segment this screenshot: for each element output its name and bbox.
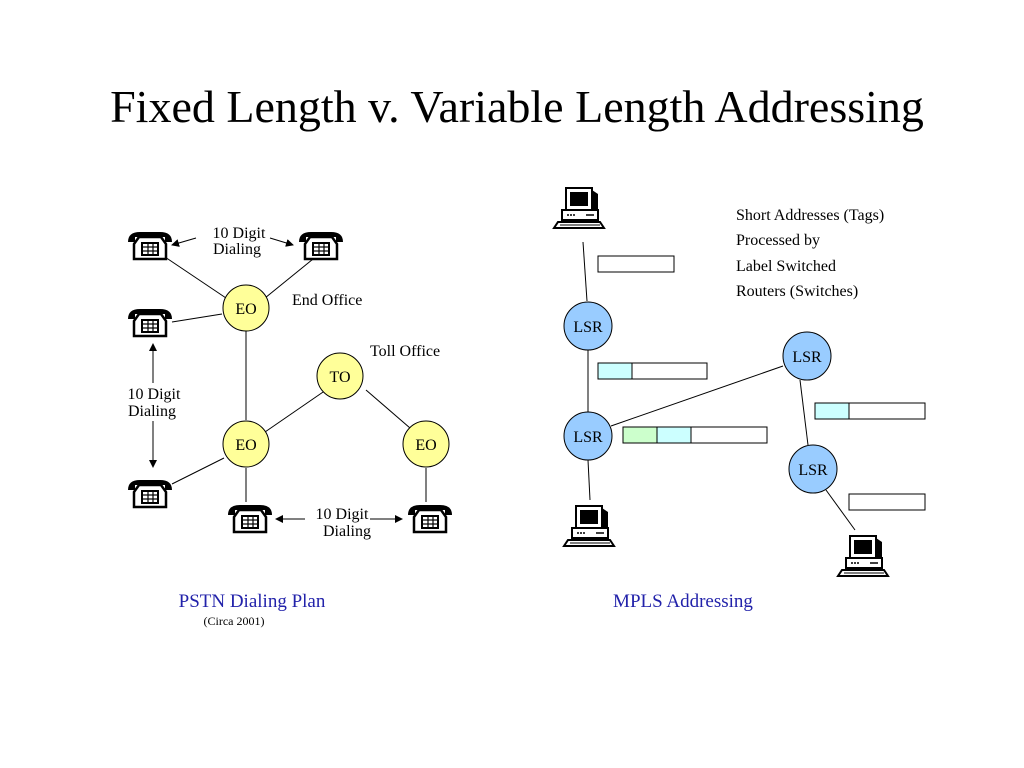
dialing-label-left-line1: 10 Digit bbox=[128, 386, 181, 403]
dialing-label-top-line2: Dialing bbox=[213, 241, 261, 258]
svg-text:LSR: LSR bbox=[573, 429, 603, 446]
svg-text:LSR: LSR bbox=[792, 349, 822, 366]
pstn-links bbox=[161, 254, 427, 502]
telephone-icon bbox=[297, 230, 345, 261]
telephone-icon bbox=[406, 503, 454, 534]
tag-box bbox=[622, 426, 658, 444]
telephone-icon bbox=[126, 230, 174, 261]
mpls-note-line2: Processed by bbox=[736, 232, 820, 249]
toll-office-label: Toll Office bbox=[370, 343, 440, 360]
svg-text:EO: EO bbox=[415, 437, 436, 454]
dialing-label-bottom-line2: Dialing bbox=[323, 523, 371, 540]
tag-box bbox=[690, 426, 768, 444]
mpls-note-line4: Routers (Switches) bbox=[736, 283, 858, 300]
end-office-node-top: EO bbox=[222, 284, 270, 332]
tag-box bbox=[656, 426, 692, 444]
pstn-subcaption: (Circa 2001) bbox=[204, 614, 265, 628]
computer-icon bbox=[563, 505, 615, 547]
mpls-note-line1: Short Addresses (Tags) bbox=[736, 207, 884, 224]
dialing-label-bottom-line1: 10 Digit bbox=[316, 506, 369, 523]
svg-text:EO: EO bbox=[235, 301, 256, 318]
telephone-icon bbox=[126, 478, 174, 509]
svg-text:TO: TO bbox=[329, 369, 350, 386]
tag-box bbox=[848, 402, 926, 420]
computer-icon bbox=[837, 535, 889, 577]
mpls-links bbox=[582, 241, 856, 531]
pstn-diagram: EO TO EO EO End Office Toll Office 10 Di… bbox=[126, 225, 454, 628]
computer-icon bbox=[553, 187, 605, 229]
svg-text:EO: EO bbox=[235, 437, 256, 454]
pstn-caption: PSTN Dialing Plan bbox=[179, 591, 326, 612]
tag-box bbox=[814, 402, 850, 420]
dialing-arrows bbox=[149, 237, 403, 523]
dialing-label-top-line1: 10 Digit bbox=[213, 225, 266, 242]
toll-office-node: TO bbox=[316, 352, 364, 400]
svg-text:LSR: LSR bbox=[798, 462, 828, 479]
slide-title: Fixed Length v. Variable Length Addressi… bbox=[110, 81, 924, 132]
mpls-diagram: LSR LSR LSR LSR Short Addresses (Tags) P… bbox=[553, 187, 926, 612]
tag-box bbox=[631, 362, 708, 380]
lsr-node-top: LSR bbox=[563, 301, 613, 351]
svg-text:LSR: LSR bbox=[573, 319, 603, 336]
mpls-caption: MPLS Addressing bbox=[613, 591, 753, 612]
lsr-node-right-top: LSR bbox=[782, 331, 832, 381]
end-office-node-right: EO bbox=[402, 420, 450, 468]
end-office-label: End Office bbox=[292, 292, 362, 309]
tag-box bbox=[597, 255, 675, 273]
mpls-tags bbox=[597, 255, 926, 511]
dialing-label-left-line2: Dialing bbox=[128, 403, 176, 420]
end-office-node-left: EO bbox=[222, 420, 270, 468]
lsr-node-bottom: LSR bbox=[563, 411, 613, 461]
tag-box bbox=[597, 362, 633, 380]
tag-box bbox=[848, 493, 926, 511]
telephone-icon bbox=[226, 503, 274, 534]
telephone-icon bbox=[126, 307, 174, 338]
mpls-note-line3: Label Switched bbox=[736, 258, 836, 275]
lsr-node-right-bottom: LSR bbox=[788, 444, 838, 494]
